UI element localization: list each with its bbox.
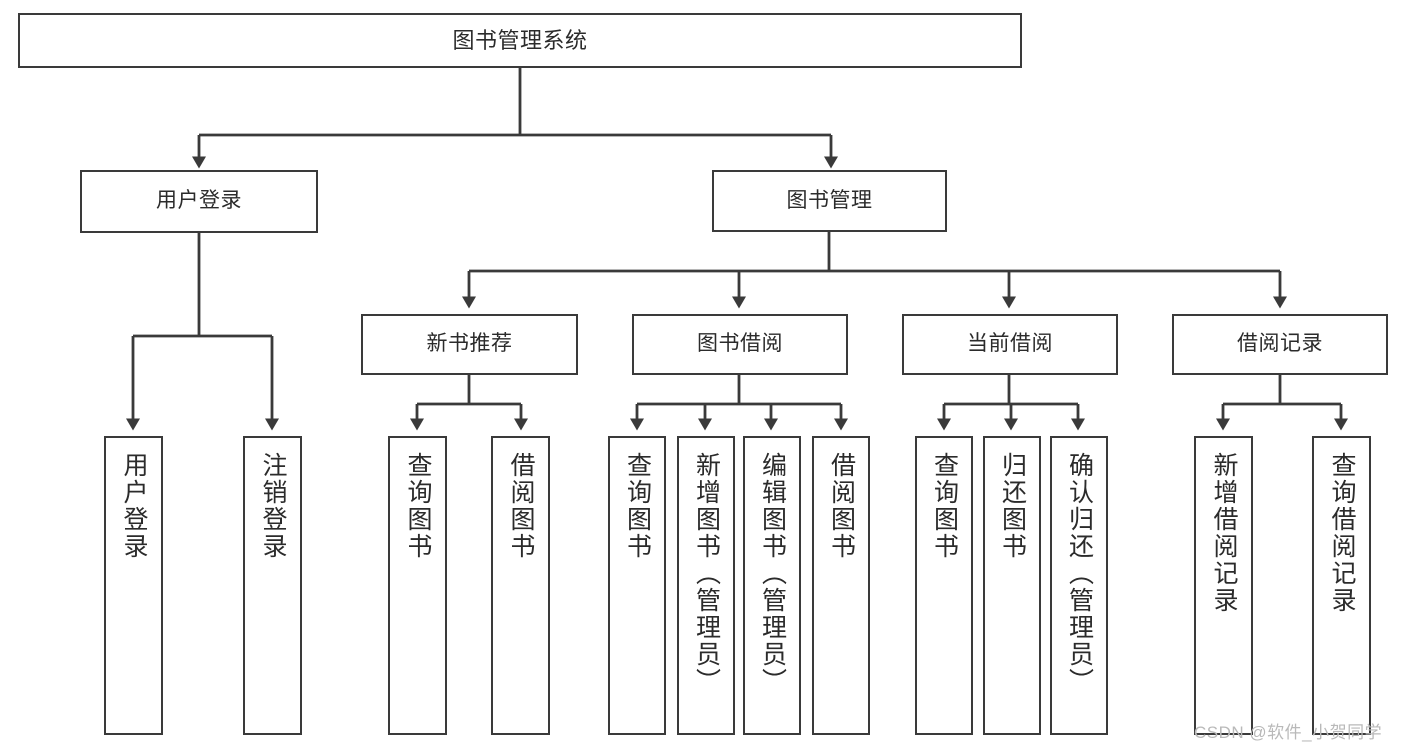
csdn-watermark: CSDN @软件_小贺同学 (1194, 723, 1383, 742)
node-new-book-recommend[interactable]: 新书推荐 (361, 314, 578, 375)
node-leaf-query-book-current[interactable]: 查询图书 (915, 436, 973, 735)
node-leaf-return-book[interactable]: 归还图书 (983, 436, 1041, 735)
node-label: 新增图书（管理员） (692, 452, 721, 695)
node-leaf-query-borrow-record[interactable]: 查询借阅记录 (1312, 436, 1371, 735)
node-leaf-edit-book-admin[interactable]: 编辑图书（管理员） (743, 436, 801, 735)
node-label: 图书管理系统 (452, 27, 588, 53)
node-leaf-user-login[interactable]: 用户登录 (104, 436, 163, 735)
node-borrow-record[interactable]: 借阅记录 (1172, 314, 1388, 375)
node-label: 注销登录 (259, 452, 287, 560)
node-label: 借阅记录 (1237, 332, 1323, 356)
node-label: 借阅图书 (827, 452, 856, 560)
node-label: 借阅图书 (507, 452, 535, 560)
node-leaf-query-book-recommend[interactable]: 查询图书 (388, 436, 447, 735)
node-label: 用户登录 (156, 189, 242, 213)
node-label: 图书借阅 (697, 332, 783, 356)
node-leaf-borrow-book[interactable]: 借阅图书 (812, 436, 870, 735)
node-label: 归还图书 (998, 452, 1027, 560)
node-label: 确认归还（管理员） (1065, 452, 1094, 695)
node-label: 用户登录 (120, 452, 148, 560)
node-leaf-add-book-admin[interactable]: 新增图书（管理员） (677, 436, 735, 735)
node-book-borrow[interactable]: 图书借阅 (632, 314, 848, 375)
node-label: 图书管理 (786, 188, 873, 212)
node-label: 查询借阅记录 (1328, 452, 1356, 614)
node-label: 当前借阅 (967, 332, 1053, 356)
node-label: 查询图书 (930, 452, 959, 560)
node-user-login[interactable]: 用户登录 (80, 170, 318, 233)
node-label: 查询图书 (623, 452, 652, 560)
node-label: 新书推荐 (426, 332, 513, 356)
node-label: 新增借阅记录 (1210, 452, 1238, 614)
node-leaf-logout[interactable]: 注销登录 (243, 436, 302, 735)
node-label: 查询图书 (404, 452, 432, 560)
node-leaf-borrow-book-recommend[interactable]: 借阅图书 (491, 436, 550, 735)
node-leaf-query-book-borrow[interactable]: 查询图书 (608, 436, 666, 735)
node-leaf-add-borrow-record[interactable]: 新增借阅记录 (1194, 436, 1253, 735)
node-label: 编辑图书（管理员） (758, 452, 787, 695)
node-leaf-confirm-return-admin[interactable]: 确认归还（管理员） (1050, 436, 1108, 735)
node-book-management[interactable]: 图书管理 (712, 170, 947, 232)
node-root-book-management-system[interactable]: 图书管理系统 (18, 13, 1022, 68)
node-current-borrow[interactable]: 当前借阅 (902, 314, 1118, 375)
